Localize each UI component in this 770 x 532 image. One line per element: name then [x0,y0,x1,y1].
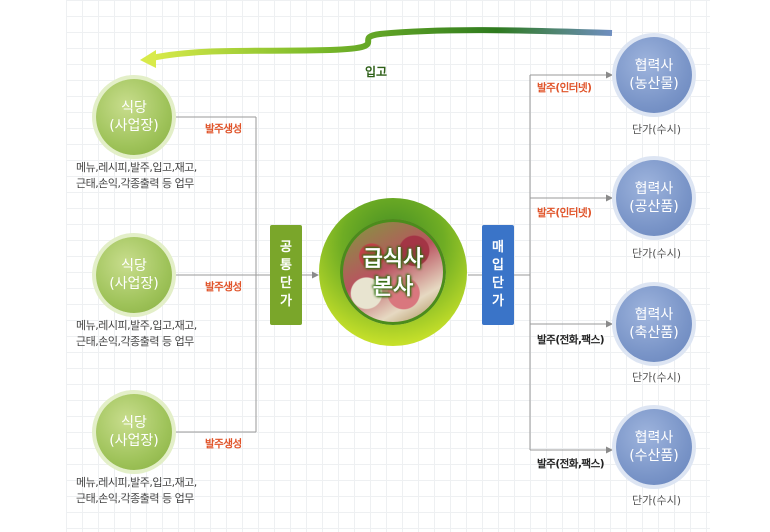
restaurant-type: (사업장) [109,433,159,449]
restaurant-desc-1: 메뉴,레시피,발주,입고,재고, 근태,손익,각종출력 등 업무 [76,161,197,190]
price-label: 단가(수시) [632,123,682,136]
partner-type: (축산품) [629,325,679,341]
price-label: 단가(수시) [632,494,682,507]
restaurant-node-2: 식당 (사업장) [96,237,172,313]
partner-name: 협력사 [634,430,674,446]
restaurant-node-1: 식당 (사업장) [96,79,172,155]
receiving-arrow [151,27,613,61]
order-internet-label: 발주(인터넷) [537,82,592,94]
price-label: 단가(수시) [632,371,682,384]
partner-node-livestock: 협력사 (축산품) [616,286,692,362]
order-create-label: 발주생성 [205,438,242,450]
order-create-label: 발주생성 [205,281,242,293]
restaurant-desc-3: 메뉴,레시피,발주,입고,재고, 근태,손익,각종출력 등 업무 [76,476,197,505]
purchase-price-box: 매 입 단 가 [482,225,514,325]
partner-name: 협력사 [634,307,674,323]
partner-node-seafood: 협력사 (수산품) [616,409,692,485]
headquarters-title: 급식사 [362,247,424,272]
partner-type: (농산물) [629,76,679,92]
restaurant-node-3: 식당 (사업장) [96,394,172,470]
partner-name: 협력사 [634,181,674,197]
common-price-box: 공 통 단 가 [270,225,302,325]
receiving-label: 입고 [365,65,388,79]
price-label: 단가(수시) [632,247,682,260]
order-phone-fax-label: 발주(전화,팩스) [537,458,605,470]
restaurant-name: 식당 [121,415,147,431]
partner-type: (수산품) [629,448,679,464]
order-create-label: 발주생성 [205,123,242,135]
headquarters-food-image [340,219,446,325]
partner-node-agri: 협력사 (농산물) [616,37,692,113]
restaurant-type: (사업장) [109,276,159,292]
headquarters-subtitle: 본사 [372,275,414,300]
restaurant-desc-2: 메뉴,레시피,발주,입고,재고, 근태,손익,각종출력 등 업무 [76,319,197,348]
restaurant-name: 식당 [121,100,147,116]
partner-type: (공산품) [629,199,679,215]
restaurant-type: (사업장) [109,118,159,134]
order-internet-label: 발주(인터넷) [537,207,592,219]
partner-node-industrial: 협력사 (공산품) [616,160,692,236]
restaurant-name: 식당 [121,258,147,274]
receiving-arrowhead [140,50,156,68]
order-phone-fax-label: 발주(전화,팩스) [537,334,605,346]
partner-name: 협력사 [634,58,674,74]
headquarters-node: 급식사 본사 [340,246,446,302]
